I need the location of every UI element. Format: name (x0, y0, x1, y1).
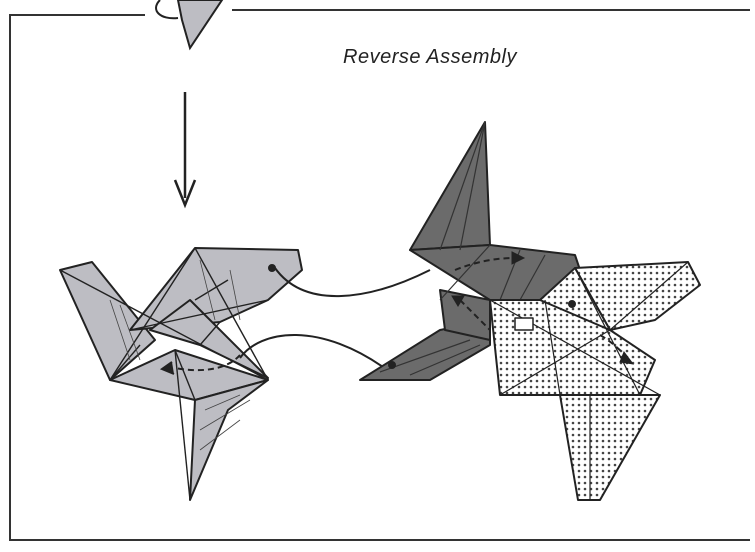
diagram-title: Reverse Assembly (290, 46, 570, 69)
down-arrow (175, 92, 195, 205)
top-piece-fragment (156, 0, 222, 48)
left-gray-module (60, 248, 302, 500)
